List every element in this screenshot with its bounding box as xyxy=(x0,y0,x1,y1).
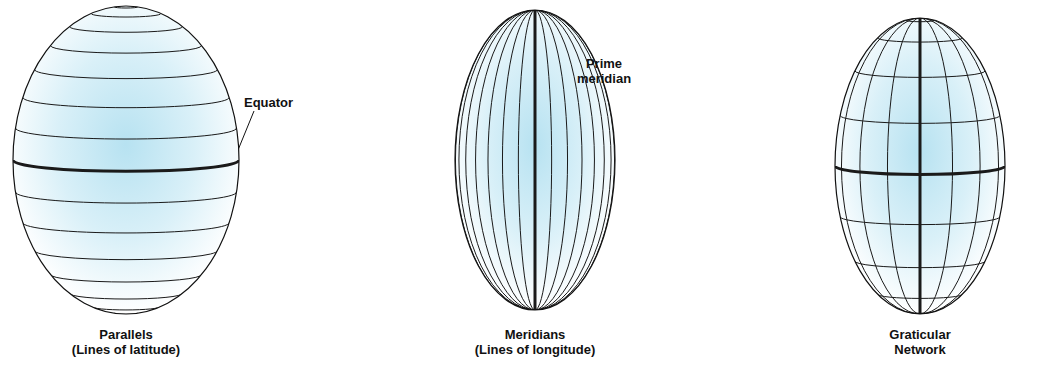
parallel-line xyxy=(70,27,183,33)
prime-meridian-line xyxy=(534,10,537,310)
parallel-line xyxy=(35,69,218,78)
globe xyxy=(13,6,239,314)
callout-label: Equator xyxy=(244,95,293,110)
parallel-line xyxy=(50,46,201,54)
globe-fill xyxy=(455,10,615,310)
parallel-line xyxy=(91,14,161,17)
parallel-line xyxy=(114,7,138,8)
figure-caption: Parallels (Lines of latitude) xyxy=(72,327,180,357)
grid-lines xyxy=(455,10,614,310)
globe-outline xyxy=(455,10,615,310)
globe-outline xyxy=(835,18,1005,314)
figure-caption: Graticular Network xyxy=(889,327,950,357)
figure-caption: Meridians (Lines of longitude) xyxy=(475,327,596,357)
parallel-line xyxy=(35,251,218,260)
parallel-line xyxy=(70,293,183,299)
globe xyxy=(455,10,615,310)
globe xyxy=(835,18,1005,314)
meridian-line xyxy=(502,10,567,310)
globe-fill xyxy=(13,6,239,314)
prime-meridian-line xyxy=(919,18,922,314)
meridian-line xyxy=(455,10,614,310)
parallel-line xyxy=(23,97,229,107)
parallel-line xyxy=(15,128,236,139)
meridian-line xyxy=(860,18,980,314)
callout-label: Prime meridian xyxy=(577,56,631,86)
meridian-line xyxy=(518,10,551,310)
parallel-line xyxy=(50,274,201,282)
meridian-line xyxy=(841,18,998,314)
equator-line xyxy=(13,160,239,171)
grid-lines xyxy=(13,7,239,314)
parallel-line xyxy=(91,306,161,309)
globe-fill xyxy=(835,18,1005,314)
grid-lines xyxy=(835,18,1005,314)
meridian-line xyxy=(466,10,605,310)
parallel-line xyxy=(23,223,229,233)
meridian-line xyxy=(459,10,611,310)
globe-outline xyxy=(13,6,239,314)
meridian-line xyxy=(476,10,595,310)
meridian-line xyxy=(887,18,952,314)
parallel-line xyxy=(15,192,236,203)
meridian-line xyxy=(488,10,582,310)
